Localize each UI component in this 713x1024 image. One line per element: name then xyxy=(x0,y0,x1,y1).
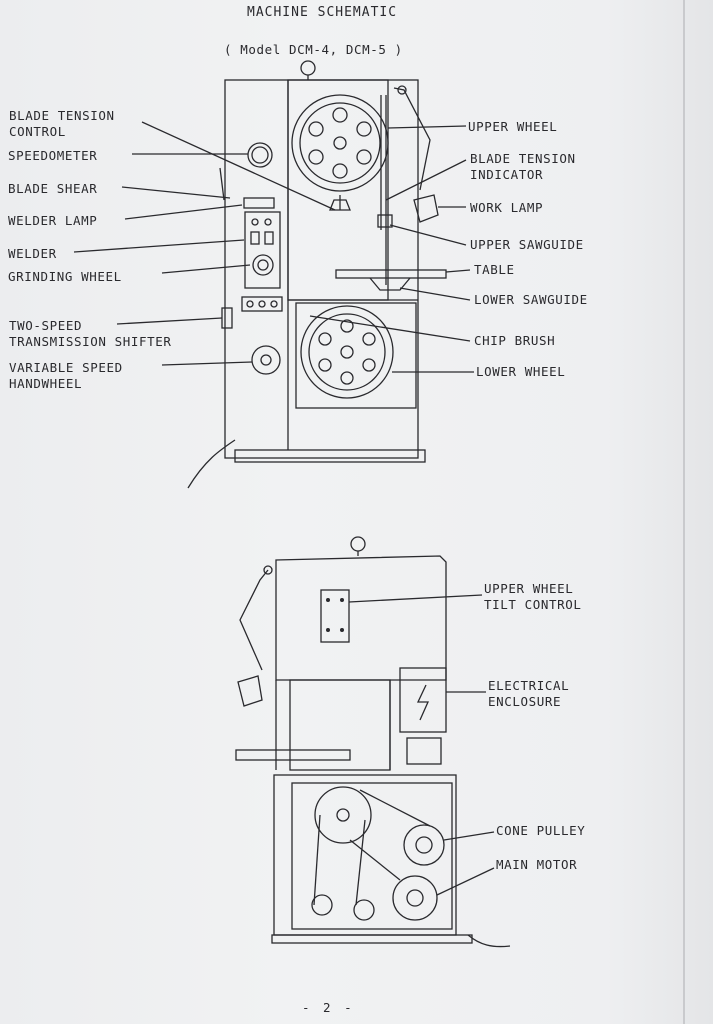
front-leader-lines xyxy=(73,121,474,373)
label-upper-wheel: UPPER WHEEL xyxy=(468,119,558,134)
label-blade-shear: BLADE SHEAR xyxy=(8,181,98,196)
label-blade-tension-indicator: BLADE TENSION INDICATOR xyxy=(470,151,576,182)
label-welder-lamp: WELDER LAMP xyxy=(8,213,98,228)
label-upper-wheel-tilt-control: UPPER WHEEL TILT CONTROL xyxy=(484,581,582,612)
page-number: - 2 - xyxy=(302,1000,355,1015)
rear-leader-lines xyxy=(348,594,495,896)
label-speedometer: SPEEDOMETER xyxy=(8,148,98,163)
label-lower-wheel: LOWER WHEEL xyxy=(476,364,566,379)
label-upper-sawguide: UPPER SAWGUIDE xyxy=(470,237,584,252)
label-lower-sawguide: LOWER SAWGUIDE xyxy=(474,292,588,307)
page-title: MACHINE SCHEMATIC xyxy=(247,5,398,20)
label-electrical-enclosure: ELECTRICAL ENCLOSURE xyxy=(488,678,570,709)
label-two-speed-shifter: TWO-SPEED TRANSMISSION SHIFTER xyxy=(9,318,172,349)
label-blade-tension-control: BLADE TENSION CONTROL xyxy=(9,108,115,139)
front-view xyxy=(187,60,447,489)
rear-view xyxy=(235,536,511,948)
label-main-motor: MAIN MOTOR xyxy=(496,857,578,872)
page-subtitle: ( Model DCM-4, DCM-5 ) xyxy=(224,42,403,57)
label-grinding-wheel: GRINDING WHEEL xyxy=(8,269,122,284)
label-welder: WELDER xyxy=(8,246,57,261)
label-work-lamp: WORK LAMP xyxy=(470,200,544,215)
page-edge xyxy=(683,0,685,1024)
label-table: TABLE xyxy=(474,262,515,277)
label-variable-speed-handwheel: VARIABLE SPEED HANDWHEEL xyxy=(9,360,123,391)
label-chip-brush: CHIP BRUSH xyxy=(474,333,556,348)
label-cone-pulley: CONE PULLEY xyxy=(496,823,586,838)
